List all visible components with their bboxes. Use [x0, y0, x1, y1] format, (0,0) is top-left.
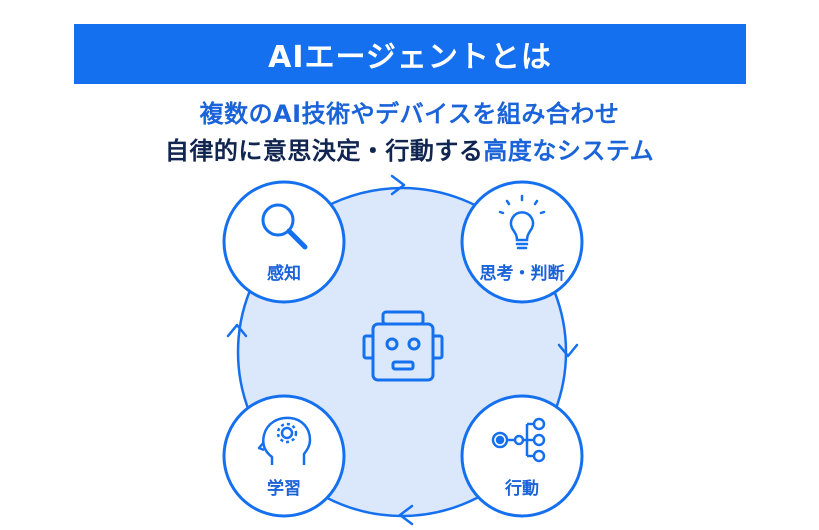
- magnifier-icon: [261, 203, 308, 250]
- node-circle-learn: [222, 394, 346, 518]
- node-label-act: 行動: [505, 479, 539, 499]
- network-icon: [491, 417, 546, 463]
- node-label-sense: 感知: [267, 264, 301, 284]
- node-circle-act: [460, 394, 584, 518]
- page-title: AIエージェントとは: [268, 40, 552, 75]
- head-gear-icon: [257, 416, 312, 465]
- arrow-top-icon: [390, 174, 406, 196]
- node-circle-sense: [222, 180, 346, 304]
- node-label-think: 思考・判断: [479, 264, 565, 284]
- arrow-left-icon: [226, 323, 248, 338]
- subtitle-line-2-prefix: 自律的に意思決定・行動する: [164, 137, 484, 165]
- robot-icon: [362, 310, 444, 382]
- arrow-right-icon: [557, 343, 579, 358]
- subtitle-line-2-highlight: 高度なシステム: [483, 137, 655, 165]
- node-circle-think: [460, 180, 584, 304]
- arrow-bottom-icon: [398, 504, 414, 526]
- title-bar: AIエージェントとは: [74, 24, 746, 84]
- lightbulb-icon: [498, 194, 546, 250]
- subtitle-line-2: 自律的に意思決定・行動する高度なシステム: [0, 131, 819, 166]
- node-label-learn: 学習: [267, 479, 301, 499]
- subtitle-line-1: 複数のAI技術やデバイスを組み合わせ: [199, 100, 620, 128]
